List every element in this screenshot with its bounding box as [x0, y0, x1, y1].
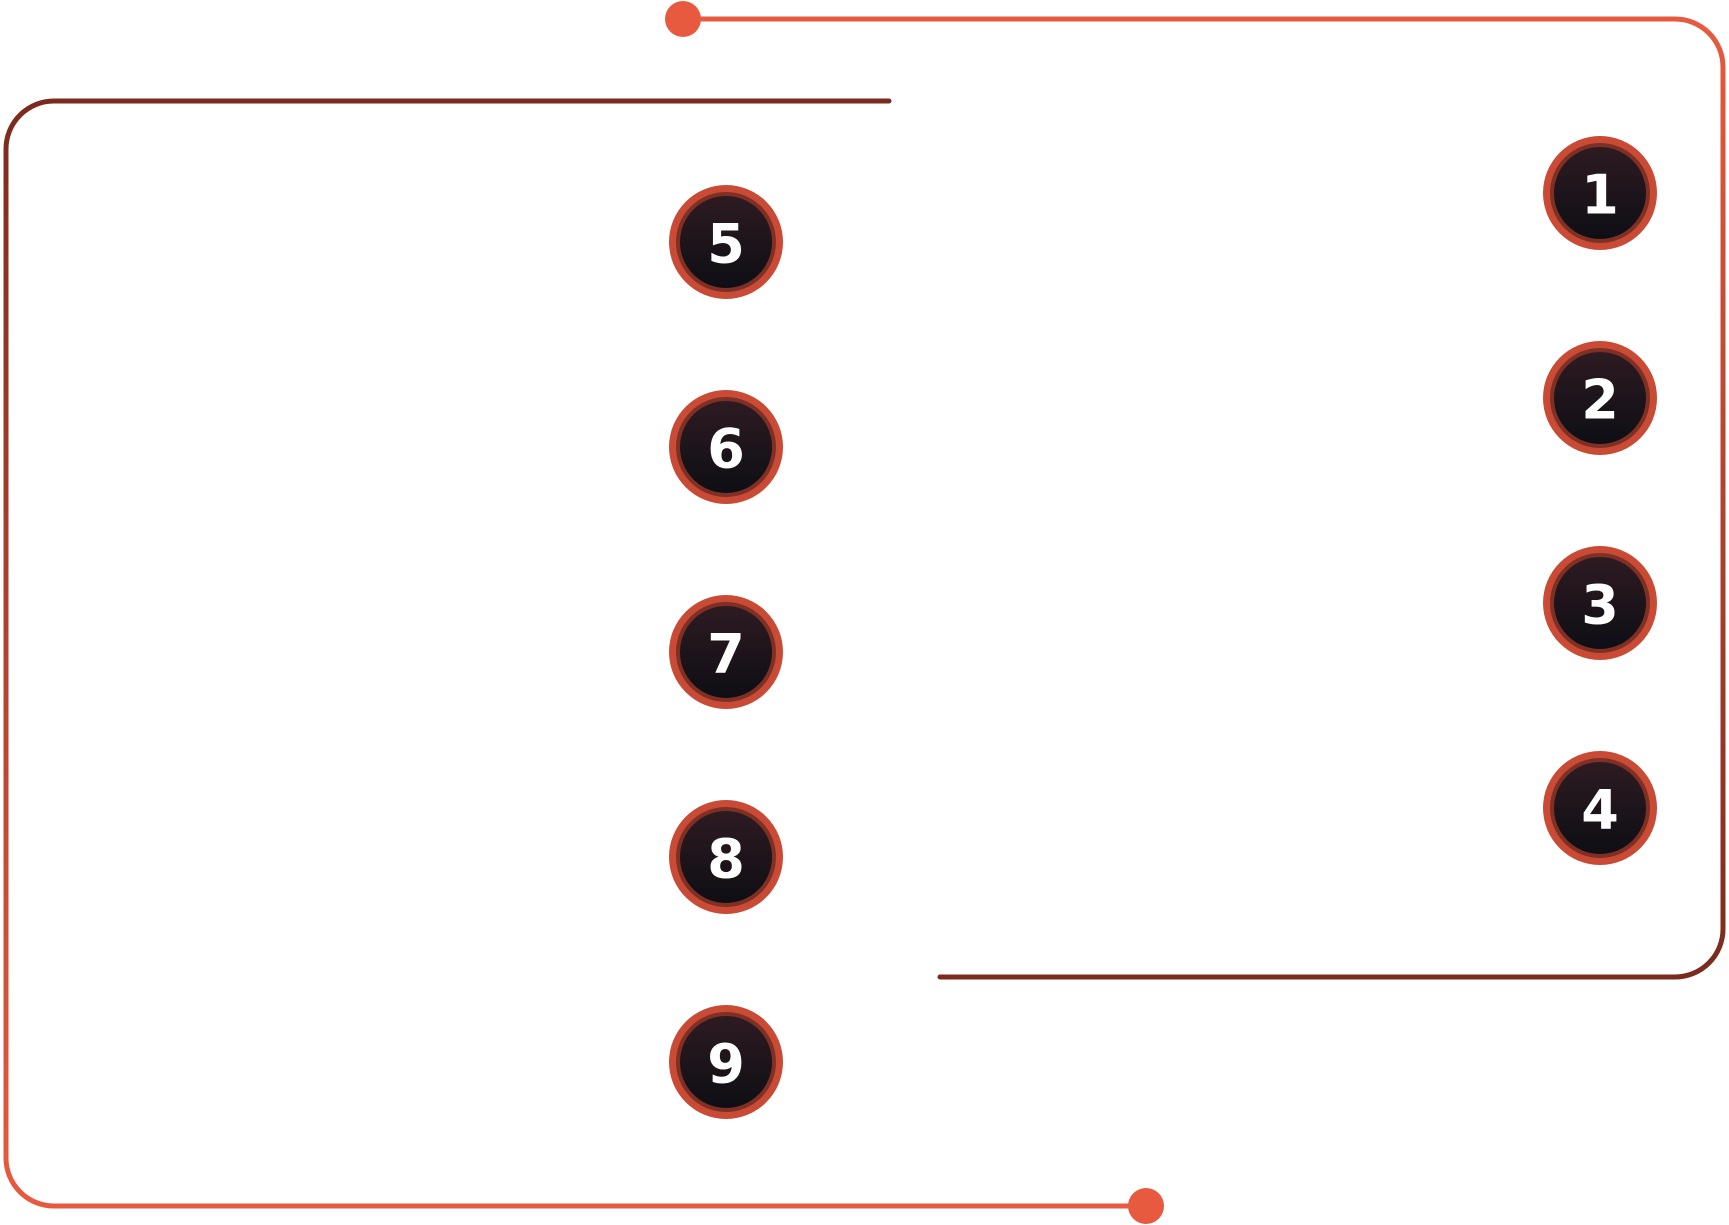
step-badge-core: [676, 192, 776, 292]
step-badge-core: [1550, 758, 1650, 858]
step-badges: 1 2 3 4 5 6 7 8 9: [669, 136, 1657, 1119]
step-badge-1: 1: [1543, 136, 1657, 250]
step-badge-3: 3: [1543, 546, 1657, 660]
connector-end-dot: [1128, 1188, 1164, 1224]
step-badge-4: 4: [1543, 751, 1657, 865]
step-badge-core: [676, 807, 776, 907]
step-number-7: 7: [707, 623, 745, 686]
step-badge-core: [1550, 348, 1650, 448]
connector-start-dot: [665, 1, 701, 37]
step-badge-core: [676, 602, 776, 702]
step-number-8: 8: [707, 828, 745, 891]
step-badge-core: [1550, 143, 1650, 243]
step-badge-core: [676, 397, 776, 497]
step-badge-core: [1550, 553, 1650, 653]
step-number-6: 6: [707, 418, 745, 481]
step-number-2: 2: [1581, 369, 1619, 432]
step-number-3: 3: [1581, 574, 1619, 637]
step-badge-7: 7: [669, 595, 783, 709]
step-number-1: 1: [1581, 164, 1619, 227]
step-badge-9: 9: [669, 1005, 783, 1119]
connector-line-right: [680, 16, 1726, 980]
step-number-4: 4: [1581, 779, 1619, 842]
step-badge-2: 2: [1543, 341, 1657, 455]
step-badge-8: 8: [669, 800, 783, 914]
step-badge-6: 6: [669, 390, 783, 504]
step-number-9: 9: [707, 1033, 745, 1096]
step-badge-core: [676, 1012, 776, 1112]
connector-line-left: [3, 98, 1149, 1209]
step-number-5: 5: [707, 213, 745, 276]
step-badge-5: 5: [669, 185, 783, 299]
